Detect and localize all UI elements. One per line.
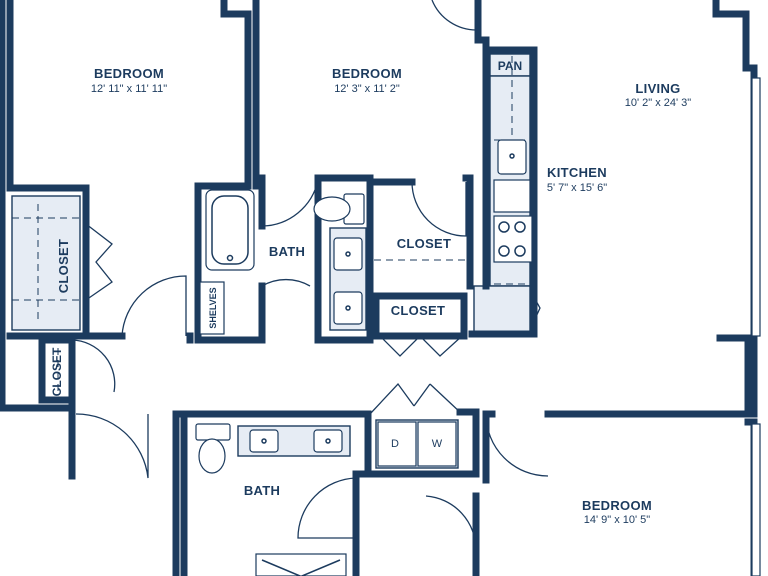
bedroom1-name: BEDROOM — [94, 66, 164, 81]
sink-top-1 — [333, 237, 363, 271]
bathtub — [205, 189, 255, 271]
kitchen-sink-drain — [509, 153, 515, 159]
window-living — [751, 77, 761, 337]
refrigerator — [493, 179, 531, 213]
toilet-bottom — [198, 438, 226, 474]
closet-left-fill — [11, 195, 81, 331]
closet-left-name: CLOSET — [56, 239, 71, 294]
shelves-unit — [199, 281, 225, 335]
doors — [71, 0, 549, 551]
shower — [255, 553, 347, 576]
sink-bottom-2-drain — [325, 438, 331, 444]
bath1-name: BATH — [269, 244, 305, 259]
living-name: LIVING — [635, 81, 680, 96]
bedroom2-name: BEDROOM — [332, 66, 402, 81]
range — [493, 215, 533, 263]
bathtub-inner — [211, 195, 249, 265]
shower-lines — [261, 559, 341, 576]
bedroom3-name: BEDROOM — [582, 498, 652, 513]
living-dims: 10' 2" x 24' 3" — [625, 97, 692, 109]
sink-top-2-drain — [345, 305, 351, 311]
bath2-name: BATH — [244, 483, 280, 498]
closet-mid-name: CLOSET — [397, 236, 452, 251]
kitchen-dims: 5' 7" x 15' 6" — [547, 182, 607, 194]
washer-box — [417, 421, 457, 467]
sink-bottom-1-drain — [261, 438, 267, 444]
dryer-label: D — [391, 438, 399, 450]
closet-mid2-name: CLOSET — [391, 303, 446, 318]
toilet-top — [313, 196, 351, 222]
sink-top-1-drain — [345, 251, 351, 257]
burner-4 — [514, 245, 526, 257]
pantry-name: PAN — [498, 59, 522, 73]
bathtub-drain — [226, 254, 234, 262]
sink-top-2 — [333, 291, 363, 325]
kitchen-name: KITCHEN — [547, 165, 607, 180]
kitchen-counter-corner — [473, 285, 531, 337]
sink-bottom-2 — [313, 429, 343, 453]
window-bedroom3 — [751, 423, 761, 576]
sink-bottom-1 — [249, 429, 279, 453]
dryer-box — [377, 421, 417, 467]
burner-1 — [498, 221, 510, 233]
kitchen-sink — [497, 139, 527, 175]
bedroom2-dims: 12' 3" x 11' 2" — [334, 83, 400, 95]
burner-3 — [498, 245, 510, 257]
shelves-name: SHELVES — [208, 287, 218, 328]
toilet-tank-bottom — [195, 423, 231, 441]
burner-2 — [514, 221, 526, 233]
closet-small-name: CLOSET — [50, 347, 64, 396]
bedroom3-dims: 14' 9" x 10' 5" — [584, 514, 651, 526]
washer-label: W — [432, 438, 443, 450]
bedroom1-dims: 12' 11" x 11' 11" — [91, 83, 167, 95]
